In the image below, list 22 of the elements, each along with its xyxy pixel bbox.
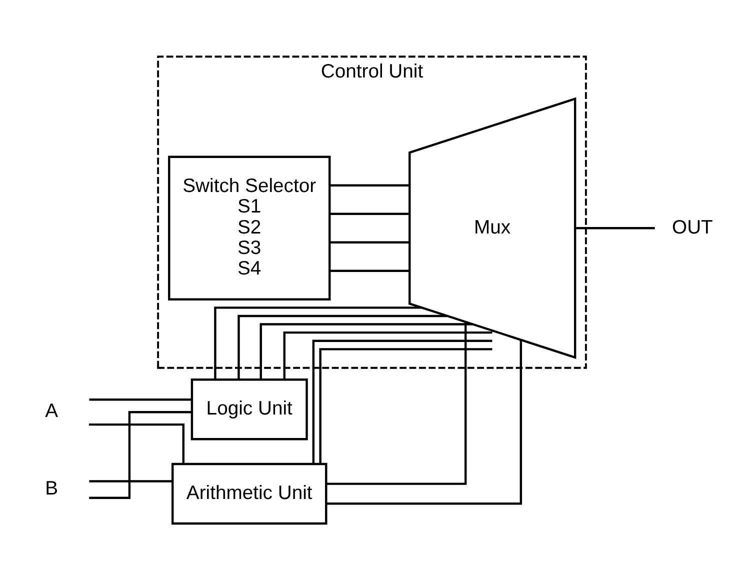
connector (574, 227, 655, 230)
connector (260, 323, 473, 380)
connector (326, 322, 467, 485)
connector (330, 184, 410, 186)
node-box: Switch Selector S1 S2 S3 S4 (168, 156, 331, 300)
node-box: Logic Unit (190, 378, 308, 440)
node-text: OUT (672, 216, 713, 238)
node-text: B (45, 478, 58, 500)
connector (330, 270, 410, 272)
connector (330, 241, 410, 244)
connector (88, 423, 184, 464)
connector (89, 411, 192, 499)
connector (283, 331, 492, 380)
connector (89, 398, 192, 401)
node-box: Arithmetic Unit (171, 462, 328, 525)
connector (214, 306, 422, 380)
connector (326, 340, 522, 505)
node-text: A (45, 400, 58, 422)
connector (89, 480, 173, 482)
node-box: Mux (408, 97, 576, 359)
connector (330, 212, 410, 215)
connector (238, 314, 447, 380)
